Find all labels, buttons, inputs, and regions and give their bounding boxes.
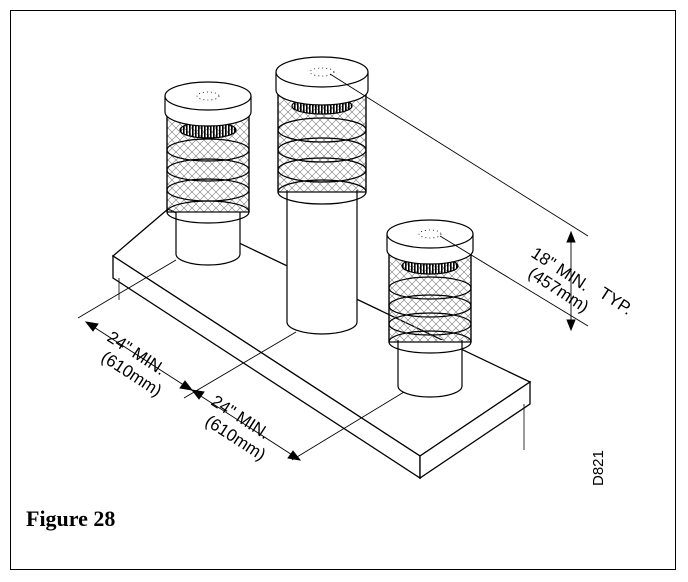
vent-terminal-left	[164, 81, 252, 266]
dimension-vertical-label: 18" MIN. (457mm) TYP.	[525, 243, 636, 318]
dimension-spacing-2-label: 24" MIN. (610mm)	[202, 391, 273, 464]
dimension-spacing-1-label: 24" MIN. (610mm)	[98, 327, 169, 400]
vent-terminal-center	[275, 56, 369, 335]
dim-vertical-suffix: TYP.	[596, 283, 636, 318]
drawing-code: D821	[590, 450, 607, 486]
dimension-lines	[77, 73, 589, 461]
figure-caption: Figure 28	[26, 506, 116, 531]
vent-terminal-right	[386, 219, 474, 398]
